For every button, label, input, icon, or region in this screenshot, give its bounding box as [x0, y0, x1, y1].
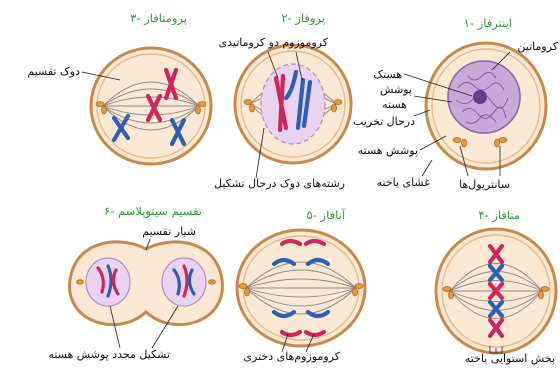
interphase-cell	[426, 43, 546, 169]
cytokinesis-cells	[70, 242, 223, 325]
stage-title-anaphase: ۵- آنافاز	[307, 208, 346, 223]
label-cell-equator: بخش استوایی یاخته	[465, 352, 555, 365]
label-envelope-reformation: تشکیل مجدد پوشش هسته	[48, 348, 170, 361]
label-daughter-chromosomes: کروموزوم‌های دختری	[243, 350, 340, 363]
prometaphase-cell	[91, 48, 211, 164]
label-cell-membrane: غشای یاخته	[377, 176, 431, 189]
label-two-chromatid-chromosome: کروموزوم دو کروماتیدی	[219, 36, 329, 49]
label-envelope-degrading-3: درحال تخریب	[353, 115, 415, 128]
label-envelope-degrading-1: پوشش	[380, 83, 412, 96]
stage-title-interphase: ۱- اینترفاز	[464, 16, 512, 31]
label-nuclear-envelope: پوشش هسته	[358, 144, 418, 157]
stage-title-prophase: ۲- پروفاز	[281, 11, 325, 26]
label-chromatin: کروماتین	[517, 40, 558, 53]
label-forming-spindle: رشته‌های دوک درحال تشکیل	[214, 177, 345, 190]
stage-title-cytokinesis: ۶- تقسیم سیتوپلاسم	[104, 204, 202, 219]
label-centrioles: سانتریول‌ها	[459, 178, 510, 191]
prophase-cell	[235, 45, 351, 163]
nucleolus	[473, 90, 487, 104]
label-spindle: دوک تقسیم	[27, 65, 80, 78]
metaphase-cell	[436, 229, 556, 353]
label-cleavage-furrow: شیار تقسیم	[142, 225, 196, 238]
label-nucleolus: هستک	[373, 68, 402, 81]
anaphase-cell	[237, 230, 365, 346]
stage-title-metaphase: ۴- متافاز	[478, 208, 520, 223]
daughter-nucleus-left	[86, 258, 130, 306]
stage-title-prometaphase: ۳- پرومتافاز	[130, 11, 187, 26]
daughter-nucleus-right	[162, 258, 206, 306]
label-envelope-degrading-2: هسته	[382, 98, 407, 111]
